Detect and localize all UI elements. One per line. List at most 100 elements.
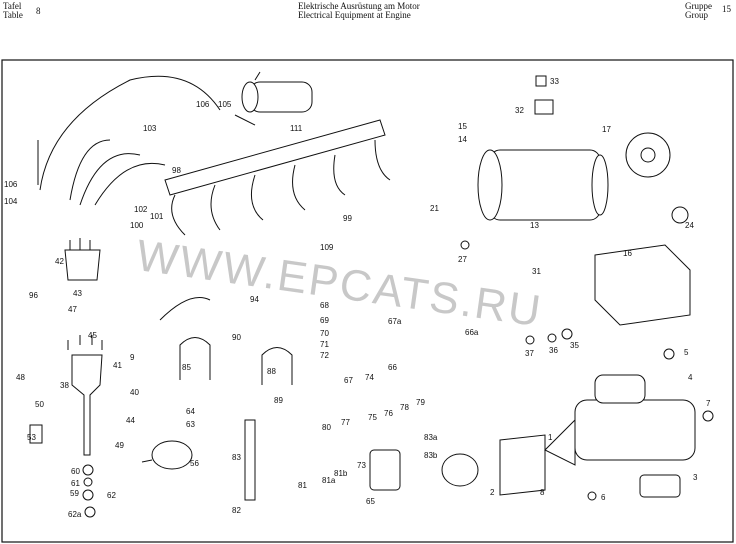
part-label: 63 bbox=[186, 420, 195, 429]
part-label: 67a bbox=[388, 317, 402, 326]
part-label: 35 bbox=[570, 341, 579, 350]
part-label: 102 bbox=[134, 205, 148, 214]
part-label: 111 bbox=[290, 124, 303, 133]
part-label: 42 bbox=[55, 257, 64, 266]
part-label: 21 bbox=[430, 204, 439, 213]
vacuum-unit bbox=[141, 440, 193, 470]
part-label: 80 bbox=[322, 423, 331, 432]
group-number: 15 bbox=[722, 4, 731, 14]
part-label: 13 bbox=[530, 221, 539, 230]
part-label: 56 bbox=[190, 459, 199, 468]
ignition-cable-rail bbox=[37, 75, 391, 236]
part-label: 109 bbox=[320, 243, 334, 252]
part-label: 41 bbox=[113, 361, 122, 370]
part-label: 45 bbox=[88, 331, 97, 340]
table-number: 8 bbox=[36, 6, 41, 16]
generator bbox=[477, 149, 609, 221]
part-label: 3 bbox=[693, 473, 698, 482]
part-label: 83b bbox=[424, 451, 438, 460]
part-label: 27 bbox=[458, 255, 467, 264]
part-label: 66a bbox=[465, 328, 479, 337]
solenoid bbox=[639, 474, 681, 498]
part-label: 78 bbox=[400, 403, 409, 412]
part-label: 16 bbox=[623, 249, 632, 258]
page-title-en: Electrical Equipment at Engine bbox=[298, 10, 411, 20]
part-label: 103 bbox=[143, 124, 157, 133]
part-label: 105 bbox=[218, 100, 232, 109]
part-label: 83a bbox=[424, 433, 438, 442]
part-label: 49 bbox=[115, 441, 124, 450]
part-label: 9 bbox=[130, 353, 135, 362]
part-label: 15 bbox=[458, 122, 467, 131]
part-label: 4 bbox=[688, 373, 693, 382]
part-label: 85 bbox=[182, 363, 191, 372]
part-label: 53 bbox=[27, 433, 36, 442]
part-label: 67 bbox=[344, 376, 353, 385]
part-label: 73 bbox=[357, 461, 366, 470]
part-label: 44 bbox=[126, 416, 135, 425]
group-label-en: Group bbox=[685, 10, 708, 20]
part-label: 79 bbox=[416, 398, 425, 407]
group-label: Gruppe Group bbox=[685, 2, 712, 20]
part-label: 32 bbox=[515, 106, 524, 115]
part-label: 100 bbox=[130, 221, 144, 230]
brackets bbox=[159, 297, 293, 385]
part-label: 6 bbox=[601, 493, 606, 502]
part-label: 106 bbox=[4, 180, 18, 189]
part-label: 81a bbox=[322, 476, 336, 485]
part-label: 72 bbox=[320, 351, 329, 360]
part-label: 14 bbox=[458, 135, 467, 144]
part-label: 65 bbox=[366, 497, 375, 506]
part-label: 7 bbox=[706, 399, 711, 408]
table-label: Tafel Table bbox=[3, 2, 23, 20]
part-label: 69 bbox=[320, 316, 329, 325]
diagram-frame bbox=[1, 59, 734, 543]
part-label: 70 bbox=[320, 329, 329, 338]
part-label: 89 bbox=[274, 396, 283, 405]
part-label: 88 bbox=[267, 367, 276, 376]
part-label: 64 bbox=[186, 407, 195, 416]
part-label: 38 bbox=[60, 381, 69, 390]
part-label: 17 bbox=[602, 125, 611, 134]
small-parts bbox=[29, 75, 714, 518]
generator-fan bbox=[625, 132, 671, 178]
part-label: 61 bbox=[71, 479, 80, 488]
distributor-cap bbox=[64, 238, 101, 281]
part-label: 40 bbox=[130, 388, 139, 397]
part-label: 94 bbox=[250, 295, 259, 304]
part-label: 50 bbox=[35, 400, 44, 409]
part-label: 77 bbox=[341, 418, 350, 427]
page-title-de: Elektrische Ausrüstung am Motor bbox=[298, 1, 420, 11]
part-label: 82 bbox=[232, 506, 241, 515]
part-label: 5 bbox=[684, 348, 689, 357]
part-label: 68 bbox=[320, 301, 329, 310]
part-label: 24 bbox=[685, 221, 694, 230]
page-title: Elektrische Ausrüstung am Motor Electric… bbox=[298, 2, 420, 20]
part-label: 66 bbox=[388, 363, 397, 372]
part-label: 37 bbox=[525, 349, 534, 358]
part-label: 2 bbox=[490, 488, 495, 497]
starter-drive bbox=[441, 453, 479, 487]
part-label: 76 bbox=[384, 409, 393, 418]
part-label: 98 bbox=[172, 166, 181, 175]
part-label: 62 bbox=[107, 491, 116, 500]
part-label: 59 bbox=[70, 489, 79, 498]
table-label-de: Tafel bbox=[3, 1, 22, 11]
part-label: 75 bbox=[368, 413, 377, 422]
part-label: 106 bbox=[196, 100, 210, 109]
part-label: 90 bbox=[232, 333, 241, 342]
part-label: 8 bbox=[540, 488, 545, 497]
part-label: 31 bbox=[532, 267, 541, 276]
ignition-coil bbox=[234, 71, 313, 126]
part-label: 81 bbox=[298, 481, 307, 490]
part-label: 83 bbox=[232, 453, 241, 462]
table-label-en: Table bbox=[3, 10, 23, 20]
part-number-labels: 1 2 3 4 5 6 7 8 9 13 14 15 16 17 21 24 2… bbox=[4, 77, 711, 519]
part-label: 104 bbox=[4, 197, 18, 206]
part-label: 43 bbox=[73, 289, 82, 298]
starter-gasket bbox=[499, 434, 546, 496]
part-label: 71 bbox=[320, 340, 329, 349]
part-label: 62a bbox=[68, 510, 82, 519]
part-label: 33 bbox=[550, 77, 559, 86]
